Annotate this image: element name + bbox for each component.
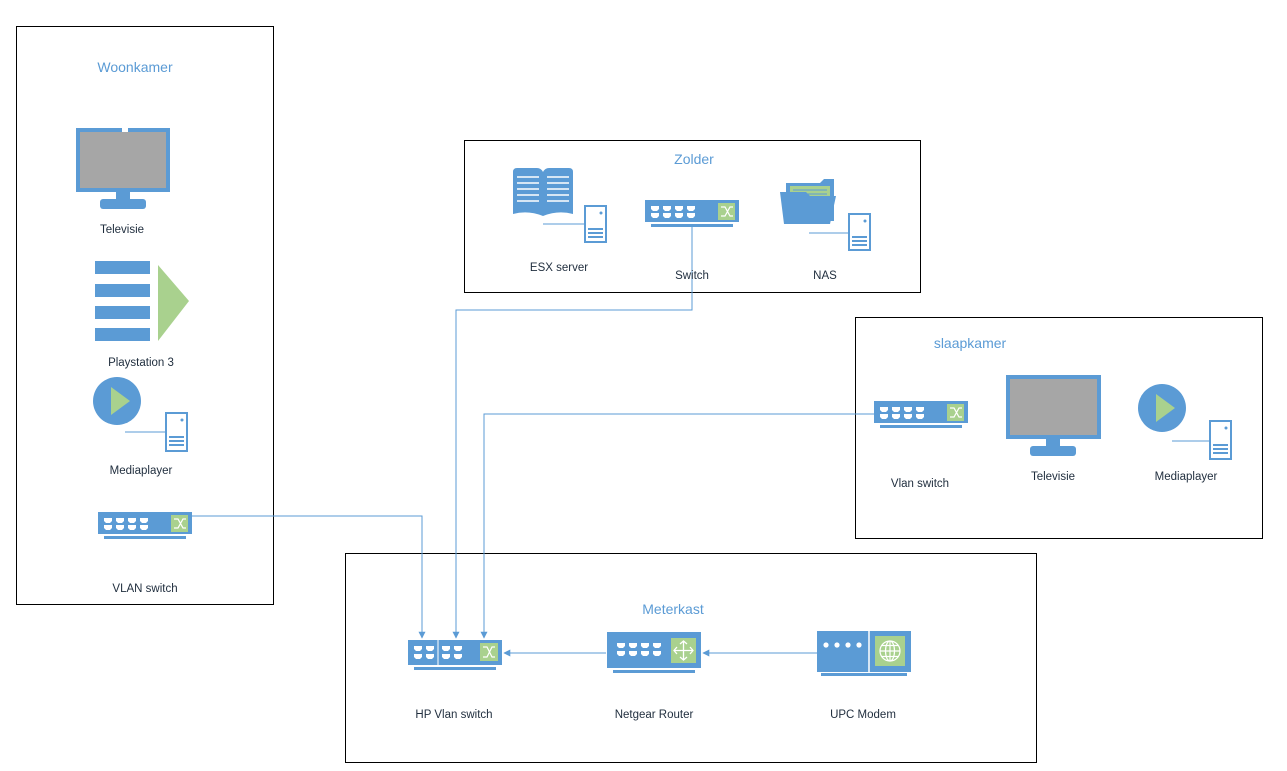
label-slaapkamer-mediaplayer: Mediaplayer	[1155, 471, 1218, 483]
label-woonkamer-vlan-switch: VLAN switch	[112, 583, 177, 595]
connector-woonkamer-to-hp-switch	[190, 515, 426, 639]
monitor-icon	[76, 128, 170, 209]
room-title-meterkast: Meterkast	[642, 601, 704, 617]
connector-zolder-to-hp-switch	[452, 226, 693, 639]
connector-slaapkamer-to-hp-switch	[480, 413, 875, 639]
label-woonkamer-playstation: Playstation 3	[108, 357, 174, 369]
folder-storage-icon	[780, 179, 871, 251]
monitor-icon	[1006, 375, 1101, 456]
label-zolder-esx-server: ESX server	[530, 262, 588, 274]
label-woonkamer-television: Televisie	[100, 224, 144, 236]
label-zolder-switch: Switch	[675, 270, 709, 282]
router-icon	[607, 632, 701, 673]
room-title-woonkamer: Woonkamer	[97, 59, 173, 75]
modem-icon	[817, 631, 911, 676]
label-meterkast-modem: UPC Modem	[830, 709, 896, 721]
network-switch-icon	[98, 512, 192, 539]
room-woonkamer	[16, 26, 274, 605]
label-meterkast-hp-vlan-switch: HP Vlan switch	[415, 709, 492, 721]
label-meterkast-router: Netgear Router	[615, 709, 694, 721]
network-switch-icon	[874, 401, 968, 428]
room-title-slaapkamer: slaapkamer	[934, 335, 1007, 351]
room-meterkast	[345, 553, 1037, 763]
media-player-icon	[93, 377, 188, 452]
label-slaapkamer-television: Televisie	[1031, 471, 1075, 483]
room-slaapkamer	[855, 317, 1263, 539]
label-zolder-nas: NAS	[813, 270, 837, 282]
room-title-zolder: Zolder	[674, 151, 714, 167]
media-player-icon	[1138, 384, 1232, 460]
server-icon	[513, 168, 607, 243]
game-console-icon	[95, 261, 189, 341]
label-woonkamer-mediaplayer: Mediaplayer	[110, 465, 173, 477]
network-switch-icon	[645, 200, 739, 227]
label-slaapkamer-vlan-switch: Vlan switch	[891, 478, 949, 490]
network-switch-icon	[408, 640, 502, 670]
